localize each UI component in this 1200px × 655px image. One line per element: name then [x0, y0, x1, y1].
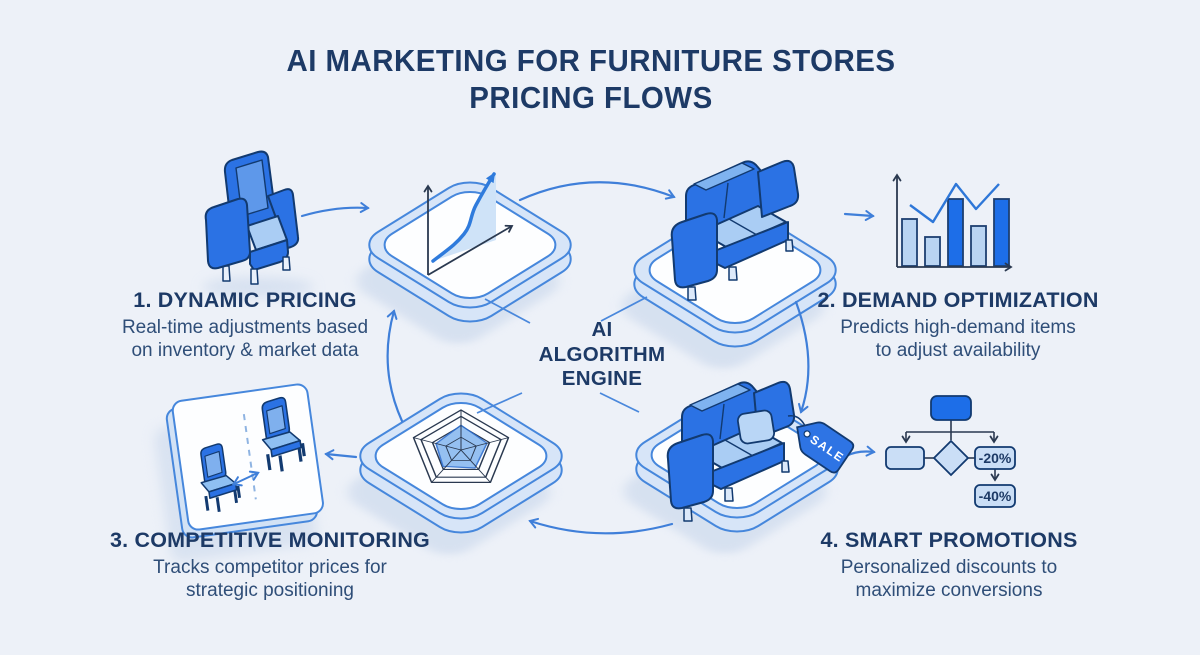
pillow-icon [736, 409, 776, 445]
flow-node-decision [932, 439, 970, 477]
bar-chart-icon [892, 173, 1013, 272]
desc-line: on inventory & market data [131, 340, 359, 361]
engine-line-3: ENGINE [561, 367, 643, 390]
section-dynamic-pricing: 1. DYNAMIC PRICING Real-time adjustments… [84, 287, 406, 362]
desc-line: maximize conversions [855, 580, 1043, 601]
ai-engine-label: AI ALGORITHM ENGINE [502, 318, 702, 392]
engine-line-1: AI [591, 318, 613, 341]
compare-arrow-icon [231, 470, 260, 487]
arrow-platform-to-card [324, 449, 358, 461]
section-heading: 4. SMART PROMOTIONS [820, 528, 1078, 552]
line-chart-icon [423, 172, 514, 276]
section-competitive-monitoring: 3. COMPETITIVE MONITORING Tracks competi… [109, 527, 431, 602]
flow-arrow-top [518, 181, 676, 202]
flow-node-left [885, 446, 925, 470]
flow-node-discount-40 [974, 484, 1016, 508]
section-description: Predicts high-demand items to adjust ava… [797, 316, 1119, 362]
flow-node-discount-20 [974, 446, 1016, 470]
discount-20-label: -20% [979, 450, 1012, 466]
radar-chart-icon [412, 409, 510, 484]
section-heading: 3. COMPETITIVE MONITORING [110, 528, 430, 552]
flowchart-icon: -20% -40% [885, 395, 1016, 508]
flow-node-start [930, 395, 972, 421]
section-description: Tracks competitor prices for strategic p… [109, 556, 431, 602]
comparison-card-icon [154, 383, 324, 563]
divider-dashed-line [242, 414, 257, 500]
desc-line: Predicts high-demand items [840, 317, 1076, 338]
center-connector-lines [476, 296, 648, 414]
section-smart-promotions: 4. SMART PROMOTIONS Personalized discoun… [788, 527, 1110, 602]
engine-line-2: ALGORITHM [538, 342, 666, 366]
desc-line: to adjust availability [875, 340, 1041, 361]
desc-line: strategic positioning [186, 580, 354, 601]
flow-arrow-right [794, 300, 810, 414]
arrow-platform-to-barchart [843, 210, 875, 221]
armchair-icon [202, 150, 314, 297]
title-line-2: PRICING FLOWS [469, 80, 713, 115]
desc-line: Tracks competitor prices for [153, 557, 387, 578]
discount-40-label: -40% [979, 488, 1012, 504]
flow-arrow-bottom [528, 517, 674, 535]
page-title: AI MARKETING FOR FURNITURE STORES PRICIN… [21, 42, 1161, 116]
section-heading: 1. DYNAMIC PRICING [133, 288, 357, 312]
section-description: Real-time adjustments based on inventory… [84, 316, 406, 362]
title-line-1: AI MARKETING FOR FURNITURE STORES [286, 43, 896, 78]
desc-line: Personalized discounts to [840, 557, 1058, 578]
section-heading: 2. DEMAND OPTIMIZATION [817, 288, 1099, 312]
section-demand-optimization: 2. DEMAND OPTIMIZATION Predicts high-dem… [797, 287, 1119, 362]
sale-tag-icon: SALE [796, 421, 855, 474]
desc-line: Real-time adjustments based [121, 317, 369, 338]
flow-arrow-left [386, 309, 404, 423]
section-description: Personalized discounts to maximize conve… [788, 556, 1110, 602]
arrow-armchair-to-platform [300, 202, 370, 218]
